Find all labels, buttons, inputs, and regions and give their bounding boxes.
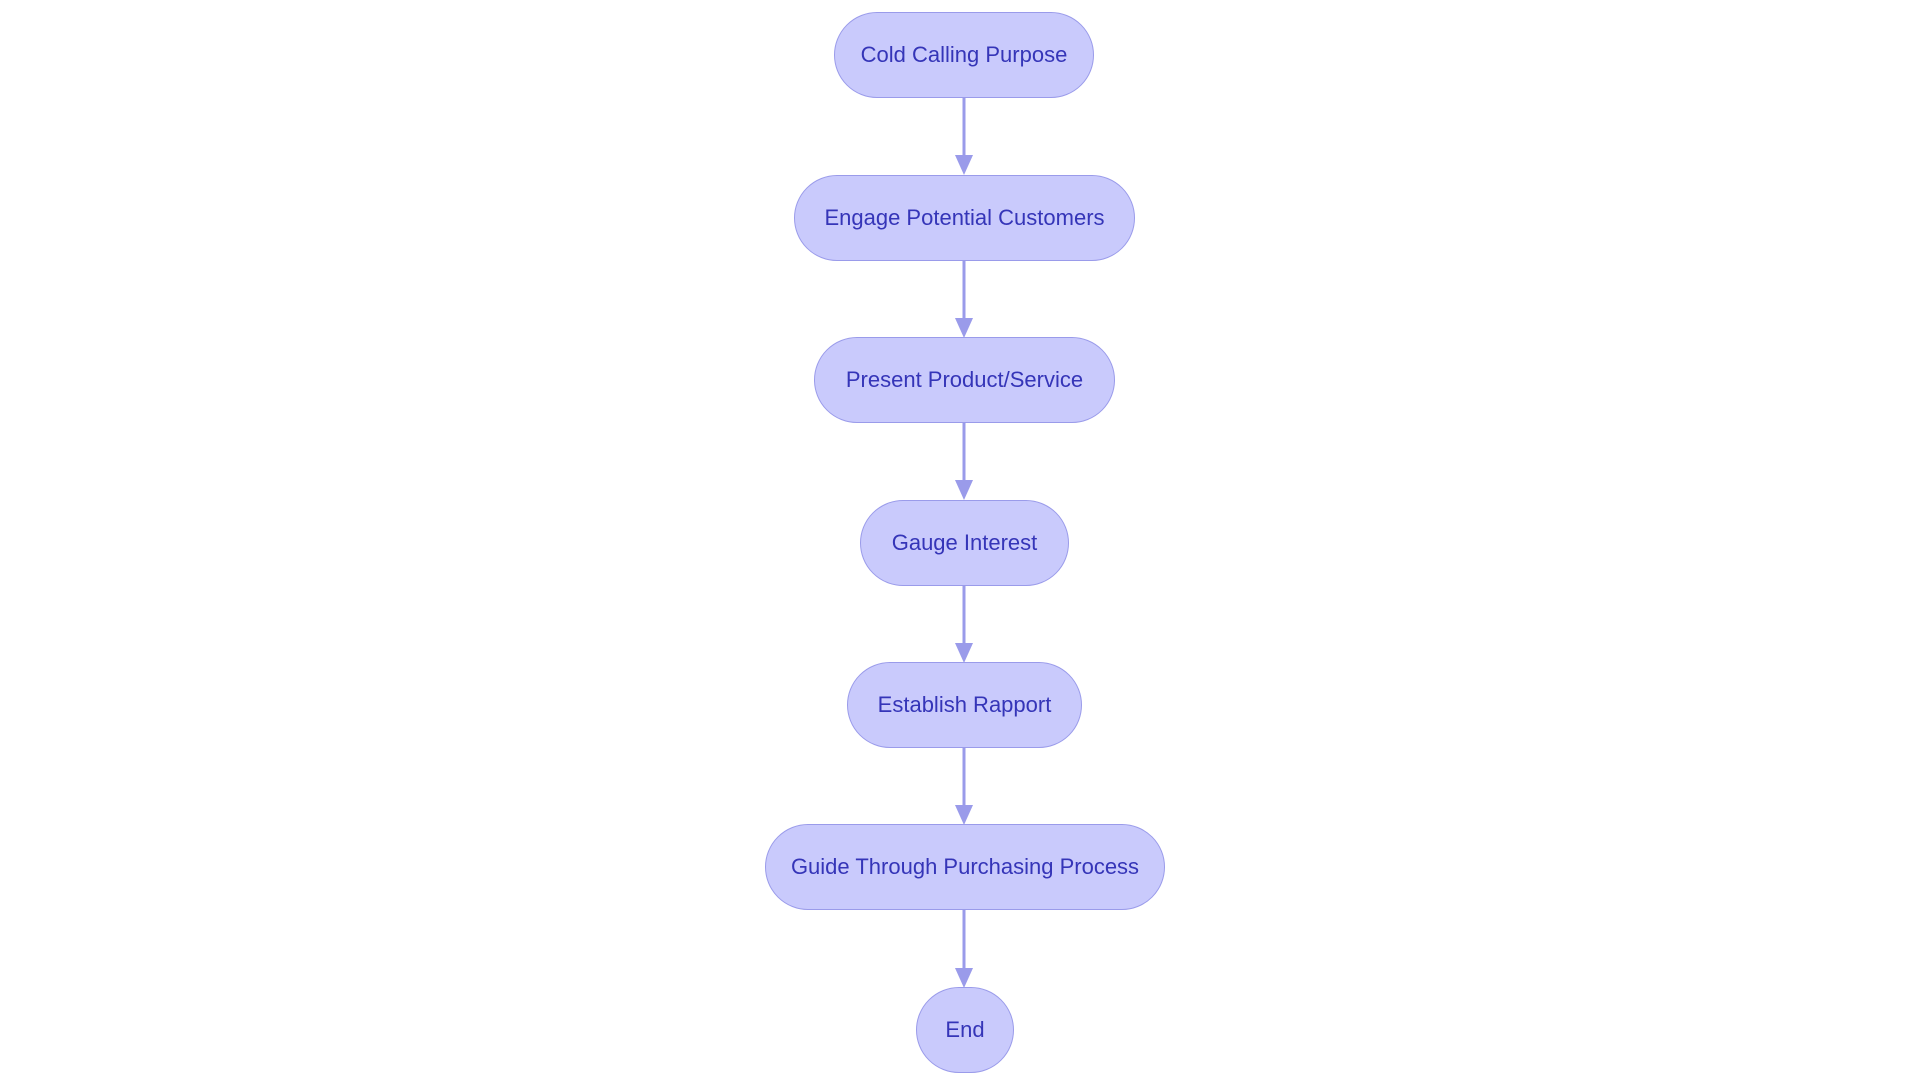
node-gauge-interest: Gauge Interest xyxy=(860,500,1069,586)
edge-gauge-to-establish xyxy=(955,585,973,663)
node-establish-rapport: Establish Rapport xyxy=(847,662,1082,748)
node-cold-calling-purpose: Cold Calling Purpose xyxy=(834,12,1094,98)
node-present-product-service: Present Product/Service xyxy=(814,337,1115,423)
node-end: End xyxy=(916,987,1014,1073)
node-engage-potential-customers: Engage Potential Customers xyxy=(794,175,1135,261)
node-guide-through-purchasing-process: Guide Through Purchasing Process xyxy=(765,824,1165,910)
edge-engage-to-present xyxy=(955,260,973,338)
edge-cold-calling-to-engage xyxy=(955,98,973,175)
edge-establish-to-guide xyxy=(955,748,973,825)
edge-guide-to-end xyxy=(955,910,973,988)
edge-present-to-gauge xyxy=(955,423,973,500)
